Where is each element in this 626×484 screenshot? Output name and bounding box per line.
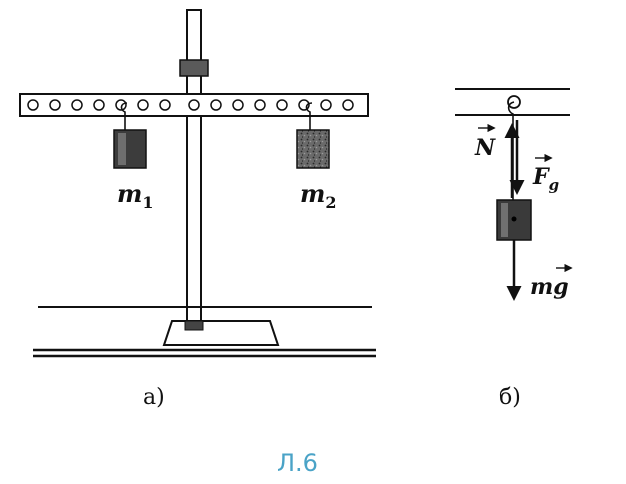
mass1-label: m1 xyxy=(117,179,154,212)
weight-m1 xyxy=(113,102,147,169)
svg-text:N: N xyxy=(474,135,496,161)
panel-b-caption: б) xyxy=(499,385,521,410)
mass2-subscript: 2 xyxy=(325,193,336,212)
lever-bar xyxy=(19,93,369,117)
gravity-subscript: g xyxy=(549,176,560,194)
mass2-label: m2 xyxy=(300,179,337,212)
normal-force-label: N xyxy=(474,123,496,161)
panel-a: m1 m2 а) xyxy=(19,9,376,410)
svg-text:mg: mg xyxy=(530,274,569,300)
lever-holes xyxy=(27,99,354,111)
rod-foot xyxy=(184,320,204,331)
weight-m2 xyxy=(296,102,330,169)
gravity-force-label: Fg xyxy=(532,153,559,194)
panel-b: N Fg mg б) xyxy=(455,88,573,410)
rod-clamp xyxy=(179,59,209,77)
hook-thread xyxy=(507,101,515,200)
base-plate xyxy=(162,320,280,346)
vertical-rod xyxy=(186,9,202,329)
figure-caption: Л.6 xyxy=(277,449,318,477)
svg-text:Fg: Fg xyxy=(532,164,559,194)
weight-center-point xyxy=(511,216,517,222)
mass1-subscript: 1 xyxy=(142,193,153,212)
weight-force-label: mg xyxy=(530,263,573,300)
panel-a-caption: а) xyxy=(143,385,165,410)
